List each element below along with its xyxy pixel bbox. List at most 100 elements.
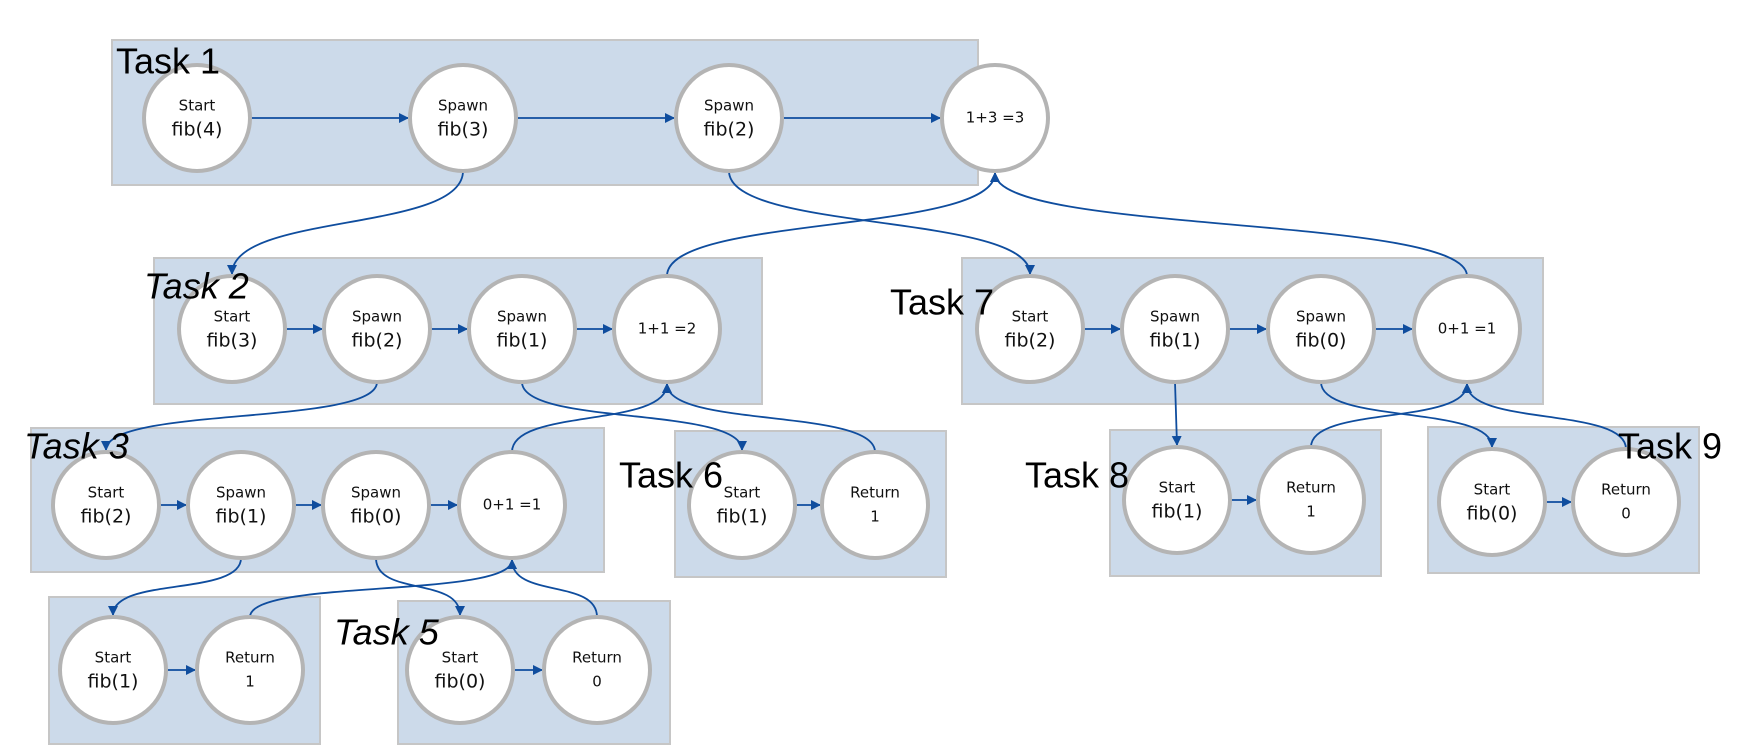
node-label-bottom: fib(1) bbox=[1150, 330, 1201, 352]
node-label-bottom: fib(0) bbox=[351, 506, 402, 528]
node-circle bbox=[1412, 274, 1522, 384]
node-circle bbox=[612, 274, 722, 384]
node-label-top: Spawn bbox=[1150, 308, 1200, 326]
node-label-bottom: fib(0) bbox=[435, 671, 486, 693]
node-label-bottom: 1 bbox=[1306, 503, 1316, 521]
node-label: 0+1 =1 bbox=[483, 496, 542, 514]
node-circle bbox=[820, 450, 930, 560]
node-t5n1: Start fib(0) bbox=[405, 615, 515, 725]
node-label-bottom: fib(0) bbox=[1467, 503, 1518, 525]
node-t3n4: 0+1 =1 bbox=[457, 450, 567, 560]
node-circle bbox=[51, 450, 161, 560]
node-label-top: Start bbox=[95, 649, 132, 667]
edge-t1n3-to-t7n1 bbox=[728, 170, 1035, 275]
node-circle bbox=[1122, 445, 1232, 555]
node-label-bottom: fib(2) bbox=[1005, 330, 1056, 352]
node-circle bbox=[1256, 445, 1366, 555]
node-t6n2: Return 1 bbox=[820, 450, 930, 560]
node-label-top: Start bbox=[724, 484, 761, 502]
node-t7n4: 0+1 =1 bbox=[1412, 274, 1522, 384]
task1-box bbox=[111, 39, 979, 186]
node-circle bbox=[142, 63, 252, 173]
node-label: 1+1 =2 bbox=[638, 320, 697, 338]
node-t3n3: Spawn fib(0) bbox=[321, 450, 431, 560]
node-label-top: Return bbox=[225, 649, 275, 667]
task1-label: Task 1 bbox=[116, 40, 220, 81]
node-label-top: Start bbox=[1012, 308, 1049, 326]
task5-label: Task 5 bbox=[334, 611, 440, 652]
node-circle bbox=[467, 274, 577, 384]
edge-t7n4-to-t1n4 bbox=[990, 172, 1468, 277]
node-label-top: Start bbox=[179, 97, 216, 115]
task2-label: Task 2 bbox=[144, 265, 249, 306]
node-label-top: Spawn bbox=[352, 308, 402, 326]
node-t9n2: Return 0 bbox=[1571, 447, 1681, 557]
node-label-top: Start bbox=[88, 484, 125, 502]
edge-t7n2-to-t8n1 bbox=[1171, 381, 1182, 446]
node-label-bottom: fib(0) bbox=[1296, 330, 1347, 352]
node-label-bottom: fib(2) bbox=[704, 119, 755, 141]
node-label-top: Start bbox=[1474, 481, 1511, 499]
node-label-top: Spawn bbox=[1296, 308, 1346, 326]
node-circle bbox=[1120, 274, 1230, 384]
node-circle bbox=[321, 450, 431, 560]
node-circle bbox=[195, 615, 305, 725]
node-label-bottom: 0 bbox=[592, 673, 602, 691]
edge-t6n2-to-t2n4 bbox=[662, 383, 876, 453]
node-label-top: Return bbox=[1601, 481, 1651, 499]
edge-t3n2-to-t4n1 bbox=[108, 557, 242, 616]
task6-label: Task 6 bbox=[619, 454, 723, 495]
node-t7n3: Spawn fib(0) bbox=[1266, 274, 1376, 384]
node-t7n2: Spawn fib(1) bbox=[1120, 274, 1230, 384]
node-t3n2: Spawn fib(1) bbox=[186, 450, 296, 560]
node-label-bottom: fib(1) bbox=[216, 506, 267, 528]
node-label-top: Start bbox=[1159, 479, 1196, 497]
node-label-bottom: 1 bbox=[870, 508, 880, 526]
edge-t1n2-to-t2n1 bbox=[227, 170, 464, 275]
edge-t2n3-to-t6n1 bbox=[521, 381, 747, 451]
node-circle bbox=[58, 615, 168, 725]
node-t2n4: 1+1 =2 bbox=[612, 274, 722, 384]
edge-t9n2-to-t7n4 bbox=[1462, 383, 1627, 450]
node-label-top: Spawn bbox=[351, 484, 401, 502]
task7-label: Task 7 bbox=[890, 281, 994, 322]
node-circle bbox=[457, 450, 567, 560]
node-circle bbox=[975, 274, 1085, 384]
node-label-bottom: fib(1) bbox=[1152, 501, 1203, 523]
node-label-top: Start bbox=[442, 649, 479, 667]
node-label-top: Spawn bbox=[216, 484, 266, 502]
node-t4n1: Start fib(1) bbox=[58, 615, 168, 725]
node-t8n1: Start fib(1) bbox=[1122, 445, 1232, 555]
edge-t2n2-to-t3n1 bbox=[101, 381, 378, 451]
node-circle bbox=[405, 615, 515, 725]
node-label-bottom: fib(2) bbox=[81, 506, 132, 528]
edges bbox=[101, 113, 1627, 675]
task8-label: Task 8 bbox=[1025, 454, 1129, 495]
node-label-bottom: fib(1) bbox=[717, 506, 768, 528]
edge-t7n3-to-t9n1 bbox=[1320, 381, 1497, 448]
node-label-top: Spawn bbox=[497, 308, 547, 326]
node-t7n1: Start fib(2) bbox=[975, 274, 1085, 384]
edge-t5n2-to-t3n4 bbox=[507, 559, 598, 618]
node-label-bottom: fib(1) bbox=[88, 671, 139, 693]
node-t9n1: Start fib(0) bbox=[1437, 447, 1547, 557]
node-label-bottom: 0 bbox=[1621, 505, 1631, 523]
edge-t4n2-to-t3n4 bbox=[249, 559, 517, 618]
edge-t8n2-to-t7n4 bbox=[1310, 383, 1472, 448]
node-label-top: Spawn bbox=[438, 97, 488, 115]
node-label-top: Return bbox=[850, 484, 900, 502]
node-circle bbox=[177, 274, 287, 384]
node-label: 0+1 =1 bbox=[1438, 320, 1497, 338]
node-t6n1: Start fib(1) bbox=[687, 450, 797, 560]
node-t3n1: Start fib(2) bbox=[51, 450, 161, 560]
